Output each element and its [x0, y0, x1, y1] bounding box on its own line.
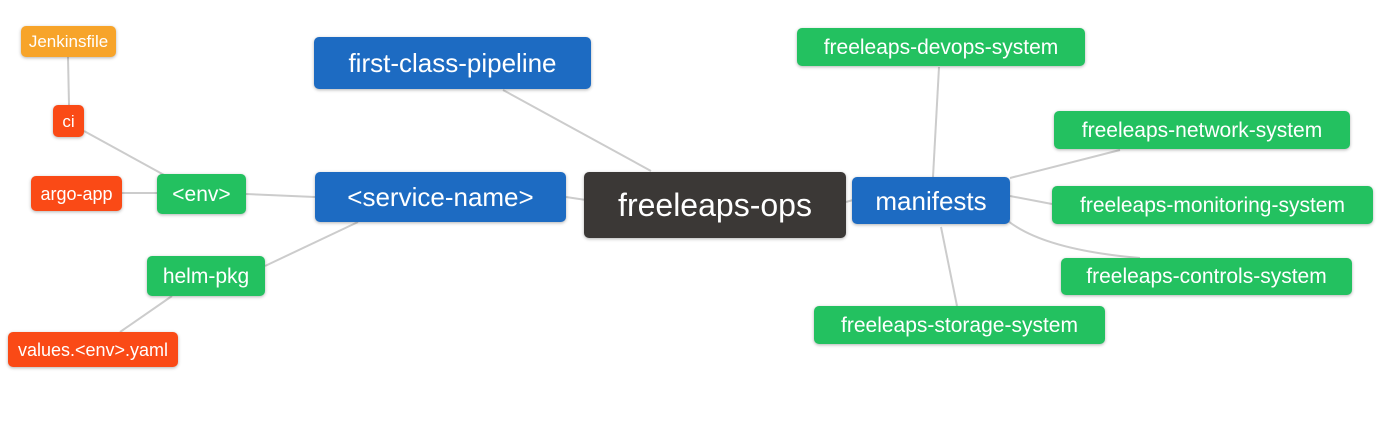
- edge-jenkinsfile-to-ci: [67, 56, 70, 106]
- node-service-name[interactable]: <service-name>: [315, 172, 566, 222]
- node-freeleaps-devops-system[interactable]: freeleaps-devops-system: [797, 28, 1085, 66]
- edge-values-to-helm-pkg: [119, 295, 173, 333]
- node-ci[interactable]: ci: [53, 105, 84, 137]
- edge-manifests-to-storage-system: [940, 226, 958, 307]
- node-freeleaps-ops[interactable]: freeleaps-ops: [584, 172, 846, 238]
- node-manifests[interactable]: manifests: [852, 177, 1010, 224]
- edge-helm-pkg-to-service-name: [264, 221, 359, 267]
- edge-manifests-to-devops-system: [932, 66, 940, 178]
- edge-ops-to-manifests: [845, 199, 854, 203]
- node-env[interactable]: <env>: [157, 174, 246, 214]
- edge-first-class-pipeline-to-ops: [502, 89, 652, 172]
- node-freeleaps-network-system[interactable]: freeleaps-network-system: [1054, 111, 1350, 149]
- edge-manifests-to-monitoring-system: [1009, 195, 1053, 205]
- edge-manifests-to-controls-system: [1007, 220, 1141, 259]
- node-freeleaps-monitoring-system[interactable]: freeleaps-monitoring-system: [1052, 186, 1373, 224]
- node-argo-app[interactable]: argo-app: [31, 176, 122, 211]
- edge-service-name-to-ops: [565, 196, 587, 201]
- node-values-env-yaml[interactable]: values.<env>.yaml: [8, 332, 178, 367]
- node-jenkinsfile[interactable]: Jenkinsfile: [21, 26, 116, 57]
- edge-ci-to-env: [83, 130, 167, 177]
- node-helm-pkg[interactable]: helm-pkg: [147, 256, 265, 296]
- node-freeleaps-storage-system[interactable]: freeleaps-storage-system: [814, 306, 1105, 344]
- edge-env-to-service-name: [245, 193, 316, 198]
- node-first-class-pipeline[interactable]: first-class-pipeline: [314, 37, 591, 89]
- edge-manifests-to-network-system: [1009, 149, 1121, 179]
- node-freeleaps-controls-system[interactable]: freeleaps-controls-system: [1061, 258, 1352, 295]
